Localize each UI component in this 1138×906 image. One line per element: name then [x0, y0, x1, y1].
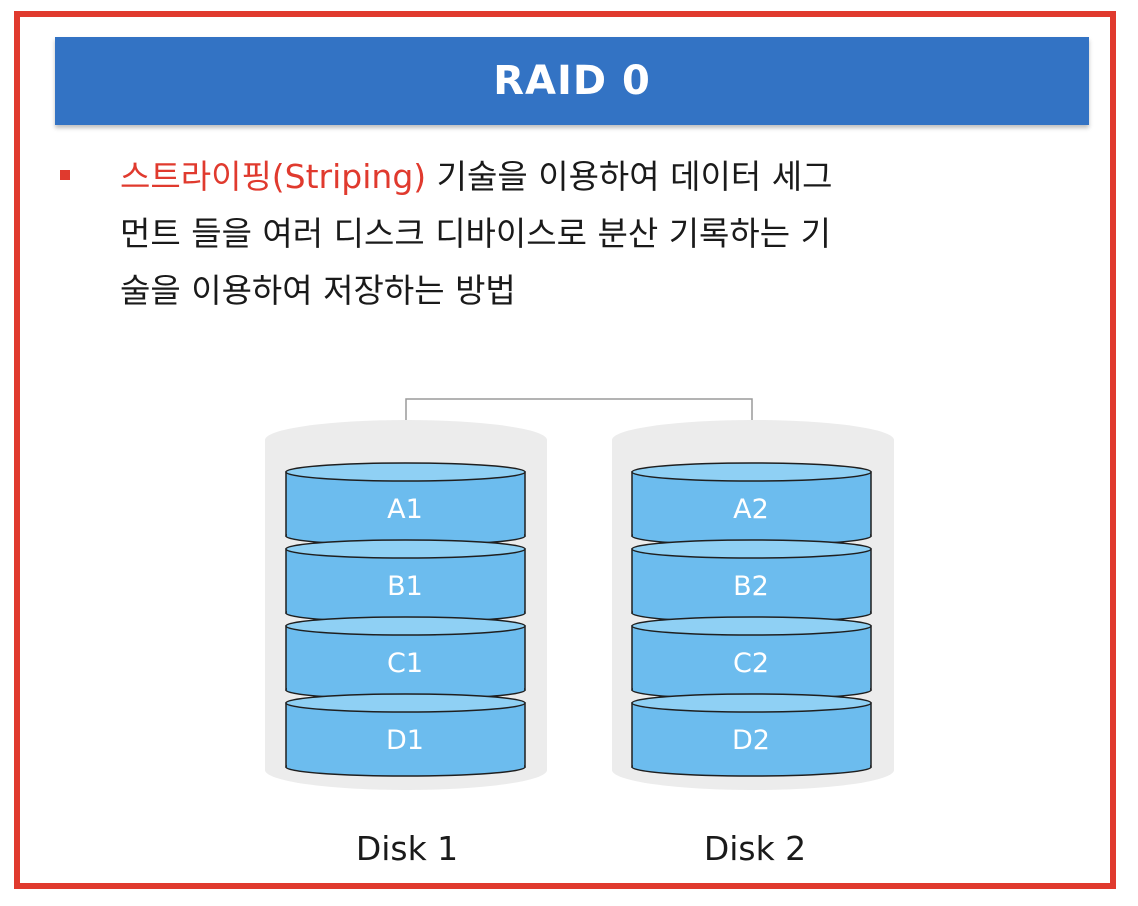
bullet-line-3: 술을 이용하여 저장하는 방법	[120, 271, 516, 310]
disk-1-segment: D1	[285, 693, 526, 777]
disk-2-segment: D2	[631, 693, 872, 777]
bullet-paragraph: 스트라이핑(Striping) 기술을 이용하여 데이터 세그 먼트 들을 여러…	[60, 148, 1020, 319]
segment-label: B2	[733, 571, 769, 602]
disk-2: A2 B2 C2 D2 Disk 2	[612, 420, 894, 868]
bullet-text: 스트라이핑(Striping) 기술을 이용하여 데이터 세그 먼트 들을 여러…	[120, 148, 1020, 319]
segment-label: C1	[387, 648, 423, 679]
disk-1-segment: C1	[285, 616, 526, 700]
bullet-highlight: 스트라이핑(Striping)	[120, 157, 427, 196]
disk-2-label: Disk 2	[704, 829, 806, 868]
segment-label: D2	[732, 725, 770, 756]
disk-1-segment: A1	[285, 462, 526, 546]
segment-label: C2	[733, 648, 769, 679]
bullet-line-2: 먼트 들을 여러 디스크 디바이스로 분산 기록하는 기	[120, 214, 831, 253]
disk-2-segment: C2	[631, 616, 872, 700]
segment-label: B1	[387, 571, 423, 602]
title-bar: RAID 0	[55, 37, 1089, 125]
page-title: RAID 0	[493, 58, 651, 104]
segment-label: A2	[733, 494, 769, 525]
segment-label: A1	[387, 494, 423, 525]
disk-1-segment: B1	[285, 539, 526, 623]
disk-2-segment: A2	[631, 462, 872, 546]
bullet-line-1-rest: 기술을 이용하여 데이터 세그	[426, 157, 833, 196]
slide-frame: RAID 0	[14, 11, 1116, 889]
disk-2-segment: B2	[631, 539, 872, 623]
bullet-square-icon	[60, 170, 70, 180]
disk-1-label: Disk 1	[356, 829, 458, 868]
segment-label: D1	[386, 725, 424, 756]
disk-1: A1 B1 C1 D1 Disk 1	[265, 420, 547, 868]
